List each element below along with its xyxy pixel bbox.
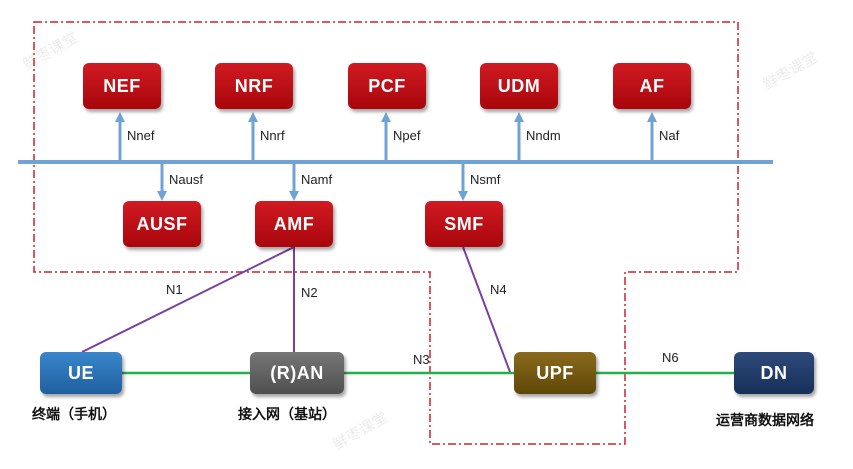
label-nsmf: Nsmf bbox=[470, 172, 501, 187]
label-n2: N2 bbox=[301, 285, 318, 300]
label-nndm: Nndm bbox=[526, 128, 561, 143]
nef-node: NEF bbox=[83, 63, 161, 109]
control-plane-boundary bbox=[33, 21, 739, 445]
label-namf: Namf bbox=[301, 172, 333, 187]
smf-node: SMF bbox=[425, 201, 503, 247]
caption-ue: 终端（手机） bbox=[32, 407, 116, 423]
label-nausf: Nausf bbox=[169, 172, 203, 187]
label-n6: N6 bbox=[662, 350, 679, 365]
link-n1 bbox=[81, 246, 295, 353]
ue-node: UE bbox=[40, 352, 122, 394]
caption-dn: 运营商数据网络 bbox=[716, 413, 814, 429]
dn-node: DN bbox=[734, 352, 814, 394]
amf-node: AMF bbox=[255, 201, 333, 247]
label-npef: Npef bbox=[393, 128, 421, 143]
caption-ran: 接入网（基站） bbox=[238, 407, 336, 423]
pcf-node: PCF bbox=[348, 63, 426, 109]
ausf-node: AUSF bbox=[123, 201, 201, 247]
udm-node: UDM bbox=[480, 63, 558, 109]
label-n1: N1 bbox=[166, 282, 183, 297]
label-nnrf: Nnrf bbox=[260, 128, 285, 143]
upf-node: UPF bbox=[514, 352, 596, 394]
label-naf: Naf bbox=[659, 128, 680, 143]
link-n4 bbox=[462, 246, 511, 373]
label-n3: N3 bbox=[413, 352, 430, 367]
nrf-node: NRF bbox=[215, 63, 293, 109]
af-node: AF bbox=[613, 63, 691, 109]
label-nnef: Nnef bbox=[127, 128, 155, 143]
label-n4: N4 bbox=[490, 282, 507, 297]
ran-node: (R)AN bbox=[250, 352, 344, 394]
